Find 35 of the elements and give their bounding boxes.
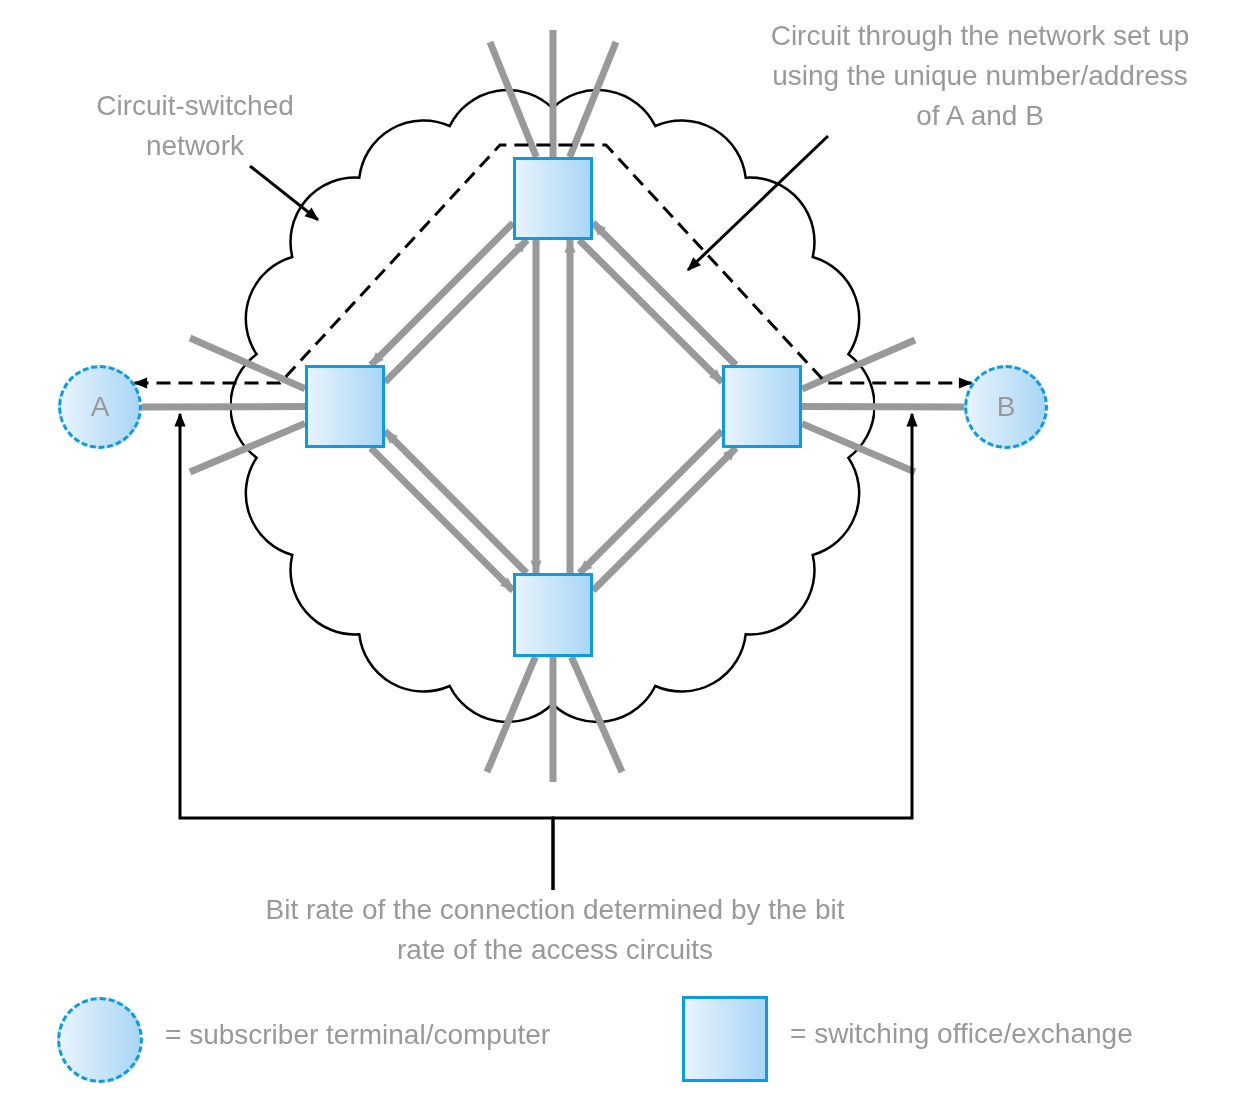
terminal-circle: A <box>58 365 142 449</box>
link-arrow <box>368 220 516 368</box>
link-arrow <box>382 428 530 576</box>
annotation-text: Circuit-switched network <box>75 86 315 166</box>
dashed-circuit-arrow <box>133 143 973 389</box>
link-arrow <box>530 240 542 575</box>
link-line <box>800 336 917 393</box>
link-line <box>188 420 307 476</box>
link-arrow <box>576 237 725 385</box>
link-line <box>188 334 307 392</box>
leader-line <box>686 134 830 272</box>
link-line <box>483 655 539 774</box>
link-arrow <box>382 237 530 385</box>
link-line <box>142 403 305 411</box>
terminal-circle: B <box>964 365 1048 449</box>
legend-text: = switching office/exchange <box>790 1018 1133 1050</box>
link-arrow <box>564 238 576 573</box>
leader-line <box>249 164 319 221</box>
exchange-box <box>305 365 385 448</box>
legend-text: = subscriber terminal/computer <box>165 1019 551 1051</box>
link-arrow <box>577 428 725 576</box>
annotation-text: Bit rate of the connection determined by the bit rate of the access circuits <box>260 890 850 970</box>
link-line <box>802 403 964 411</box>
link-line <box>486 40 540 159</box>
exchange-box <box>722 365 802 448</box>
link-arrow <box>590 220 739 368</box>
link-line <box>800 420 917 476</box>
exchange-box <box>513 157 593 240</box>
link-line <box>568 655 626 774</box>
annotation-text: Circuit through the network set up using the unique number/address of A and B <box>770 16 1190 136</box>
link-arrow <box>590 445 739 594</box>
bracket-arrow <box>551 412 918 890</box>
exchange-box <box>513 573 593 657</box>
link-line <box>566 40 620 159</box>
link-arrow <box>368 445 516 593</box>
